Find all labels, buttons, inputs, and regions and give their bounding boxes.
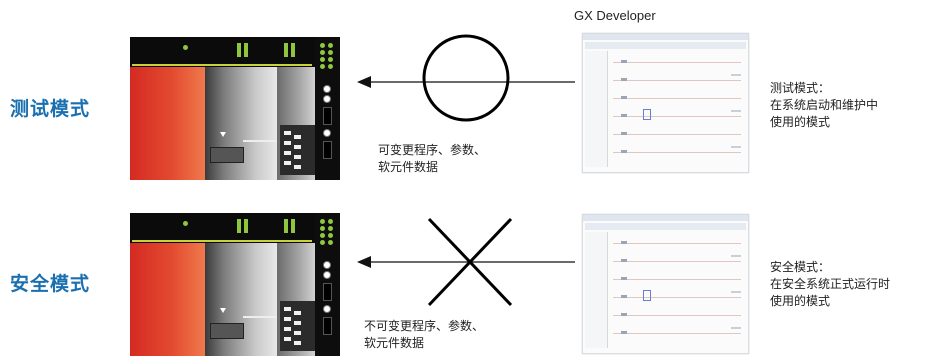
cpu-module-red-panel bbox=[130, 67, 205, 180]
gx-developer-screenshot-test bbox=[582, 33, 749, 173]
software-title: GX Developer bbox=[574, 8, 656, 23]
mode-label-safety: 安全模式 bbox=[10, 273, 91, 295]
write-arrow-test bbox=[357, 76, 575, 88]
io-connector bbox=[280, 301, 315, 351]
plc-unit-safety bbox=[130, 213, 340, 356]
caption-safety: 不可变更程序、参数、 软元件数据 bbox=[364, 319, 485, 350]
plc-unit-test bbox=[130, 37, 340, 180]
circle-allowed-icon bbox=[422, 34, 510, 122]
cross-prohibited-icon bbox=[427, 217, 513, 307]
description-test: 测试模式： 在系统启动和维护中 使用的模式 bbox=[770, 81, 879, 129]
cpu-module-red-panel bbox=[130, 243, 205, 356]
description-safety: 安全模式： 在安全系统正式运行时 使用的模式 bbox=[770, 260, 891, 308]
gx-developer-screenshot-safety bbox=[582, 214, 749, 354]
mode-label-test: 测试模式 bbox=[10, 98, 91, 120]
power-module bbox=[315, 213, 340, 356]
caption-test: 可变更程序、参数、 软元件数据 bbox=[378, 143, 487, 174]
io-connector bbox=[280, 125, 315, 175]
power-module bbox=[315, 37, 340, 180]
